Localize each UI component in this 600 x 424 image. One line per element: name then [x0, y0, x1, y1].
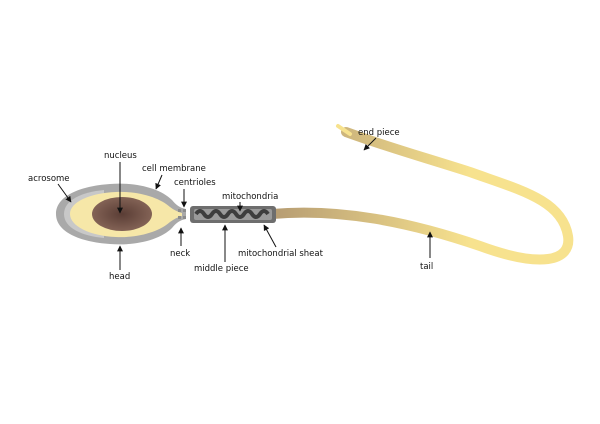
nucleus: [92, 197, 152, 231]
label-end-piece: end piece: [358, 128, 400, 138]
label-neck: neck: [170, 249, 190, 259]
arrow-cell-membrane: [155, 174, 163, 190]
label-middle-piece: middle piece: [194, 264, 249, 274]
label-nucleus: nucleus: [104, 151, 137, 161]
label-centrioles: centrioles: [174, 178, 216, 188]
tail-end-piece: [336, 124, 352, 136]
arrow-mitochondrial-sheat: [263, 224, 277, 248]
label-cell-membrane: cell membrane: [142, 164, 206, 174]
label-head: head: [109, 272, 130, 282]
arrow-end-piece: [363, 137, 377, 151]
label-mitochondrial-sheat: mitochondrial sheat: [238, 249, 324, 259]
tail-flagellum: [267, 127, 574, 265]
label-tail: tail: [420, 262, 433, 272]
arrow-acrosome: [57, 183, 72, 203]
centrioles: [178, 209, 186, 219]
label-acrosome: acrosome: [28, 174, 70, 184]
label-mitochondria: mitochondria: [222, 192, 278, 202]
mitochondria-spiral: [194, 209, 270, 219]
